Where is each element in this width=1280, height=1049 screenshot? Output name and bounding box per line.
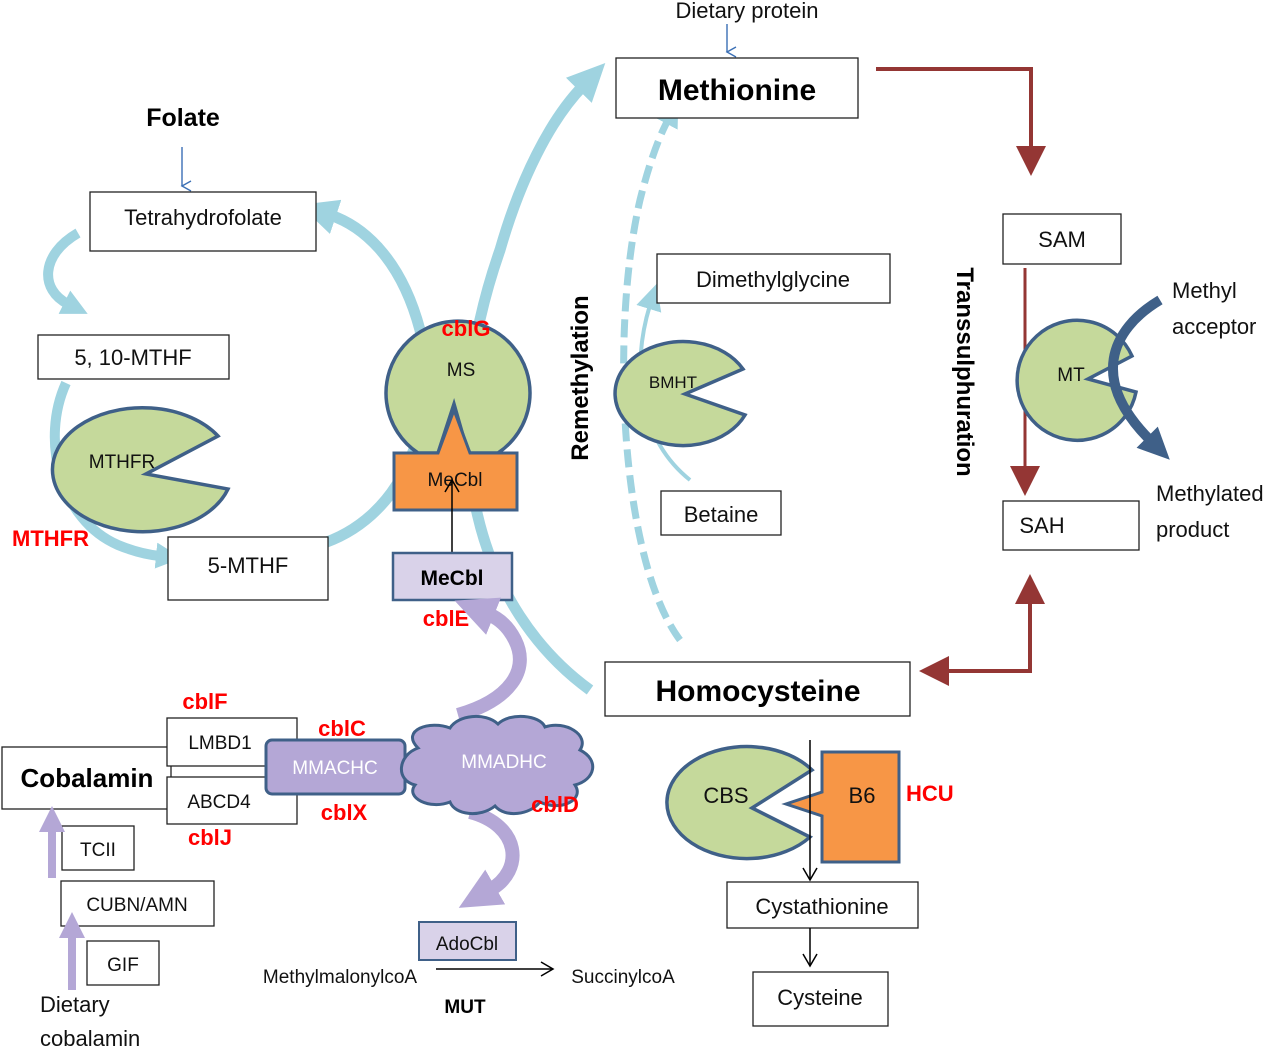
b6-cofactor-label: B6: [849, 783, 876, 808]
thf-to-510mthf-arrow: [43, 228, 88, 314]
cystathionine-label: Cystathionine: [755, 894, 888, 919]
cblj-defect-label: cblJ: [188, 825, 232, 850]
dietary-protein-label: Dietary protein: [675, 0, 818, 23]
510mthf-to-5mthf-arrow: [49, 380, 182, 569]
cysteine-box: [752, 971, 889, 1027]
ms-enzyme-label: MS: [447, 360, 476, 381]
mecbl-box: [391, 551, 514, 602]
methionine-to-sam-arrow: [876, 67, 1046, 176]
tcii-label: TCII: [80, 840, 116, 861]
gif-box: [86, 940, 160, 986]
cobalamin-label: Cobalamin: [21, 763, 154, 793]
dietary-cobalamin-line2: cobalamin: [40, 1026, 140, 1049]
cobalamin-box: [1, 746, 172, 810]
cblf-defect-label: cblF: [182, 689, 227, 714]
mt-enzyme-label: MT: [1057, 365, 1085, 386]
mmadhc-to-adocbl-arrow: [458, 805, 520, 908]
mmadhc-label: MMADHC: [461, 752, 547, 773]
mecbl-cofactor-shape: [392, 405, 519, 512]
succinylcoa-label: SuccinylcoA: [571, 967, 675, 988]
tetrahydrofolate-box: [89, 191, 317, 252]
homocysteine-box: [604, 661, 911, 717]
cubn-amn-label: CUBN/AMN: [86, 895, 187, 916]
cysteine-label: Cysteine: [777, 985, 863, 1010]
cubn-amn-box: [60, 880, 215, 927]
dimethylglycine-box: [656, 253, 891, 304]
methionine-box: [615, 57, 859, 119]
b6-cofactor-shape: [781, 750, 901, 864]
gif-label: GIF: [107, 955, 139, 976]
dietary-cobalamin-line1: Dietary: [40, 992, 110, 1017]
abcd4-label: ABCD4: [187, 792, 251, 813]
betaine-box: [660, 490, 782, 536]
ms-enzyme-shape: [384, 319, 532, 455]
lmbd1-label: LMBD1: [188, 733, 251, 754]
cbs-enzyme-shape: [665, 744, 815, 861]
remethylation-label: Remethylation: [567, 295, 594, 460]
cystathionine-box: [726, 881, 919, 929]
cblx-defect-label: cblX: [321, 800, 368, 825]
methylated-product-line2: product: [1156, 517, 1229, 542]
mecbl-cofactor-label: MeCbl: [428, 470, 483, 491]
mthf-5-box: [167, 536, 329, 601]
methionine-label: Methionine: [658, 74, 816, 107]
homocysteine-label: Homocysteine: [655, 675, 860, 708]
cble-defect-label: cblE: [423, 606, 469, 631]
sah-homocysteine-arrow: [919, 595, 1032, 686]
mmadhc-cloud: [399, 715, 594, 815]
mt-enzyme-shape: [1015, 318, 1139, 443]
cblg-defect-label: cblG: [442, 316, 491, 341]
sah-box: [1002, 500, 1140, 551]
mthfr-enzyme-label: MTHFR: [89, 452, 155, 473]
methylated-product-line1: Methylated: [1156, 481, 1264, 506]
betaine-label: Betaine: [684, 502, 759, 527]
cblc-defect-label: cblC: [318, 716, 366, 741]
mecbl-box-label: MeCbl: [421, 567, 484, 590]
sam-box: [1002, 213, 1122, 265]
betaine-route-dashed-arrow: [620, 100, 683, 643]
cbs-enzyme-label: CBS: [703, 783, 748, 808]
bmht-enzyme-label: BMHT: [649, 373, 697, 392]
tetrahydrofolate-label: Tetrahydrofolate: [124, 205, 282, 230]
cbld-defect-label: cblD: [531, 792, 579, 817]
bmht-enzyme-shape: [613, 339, 748, 448]
sah-label: SAH: [1019, 513, 1064, 538]
sam-label: SAM: [1038, 227, 1086, 252]
folate-label: Folate: [146, 104, 220, 132]
mmachc-label: MMACHC: [292, 758, 378, 779]
methyl-acceptor-arrow: [1108, 295, 1170, 460]
adocbl-box: [418, 921, 517, 961]
dimethylglycine-label: Dimethylglycine: [696, 267, 850, 292]
mthf-5-label: 5-MTHF: [208, 553, 289, 578]
mthf-510-label: 5, 10-MTHF: [74, 345, 191, 370]
tcii-box: [61, 825, 135, 871]
mthfr-enzyme-shape: [50, 406, 231, 534]
hcu-defect-label: HCU: [906, 781, 954, 806]
mthfr-defect-label: MTHFR: [12, 526, 89, 551]
adocbl-label: AdoCbl: [436, 934, 498, 955]
transsulphuration-label: Transsulphuration: [951, 267, 978, 476]
methyl-acceptor-line2: acceptor: [1172, 314, 1256, 339]
mut-label: MUT: [444, 997, 486, 1018]
mthf-510-box: [37, 334, 230, 380]
methylmalonylcoa-label: MethylmalonylcoA: [263, 967, 417, 988]
mmadhc-to-mecbl-arrow: [454, 597, 527, 722]
methyl-acceptor-line1: Methyl: [1172, 278, 1237, 303]
